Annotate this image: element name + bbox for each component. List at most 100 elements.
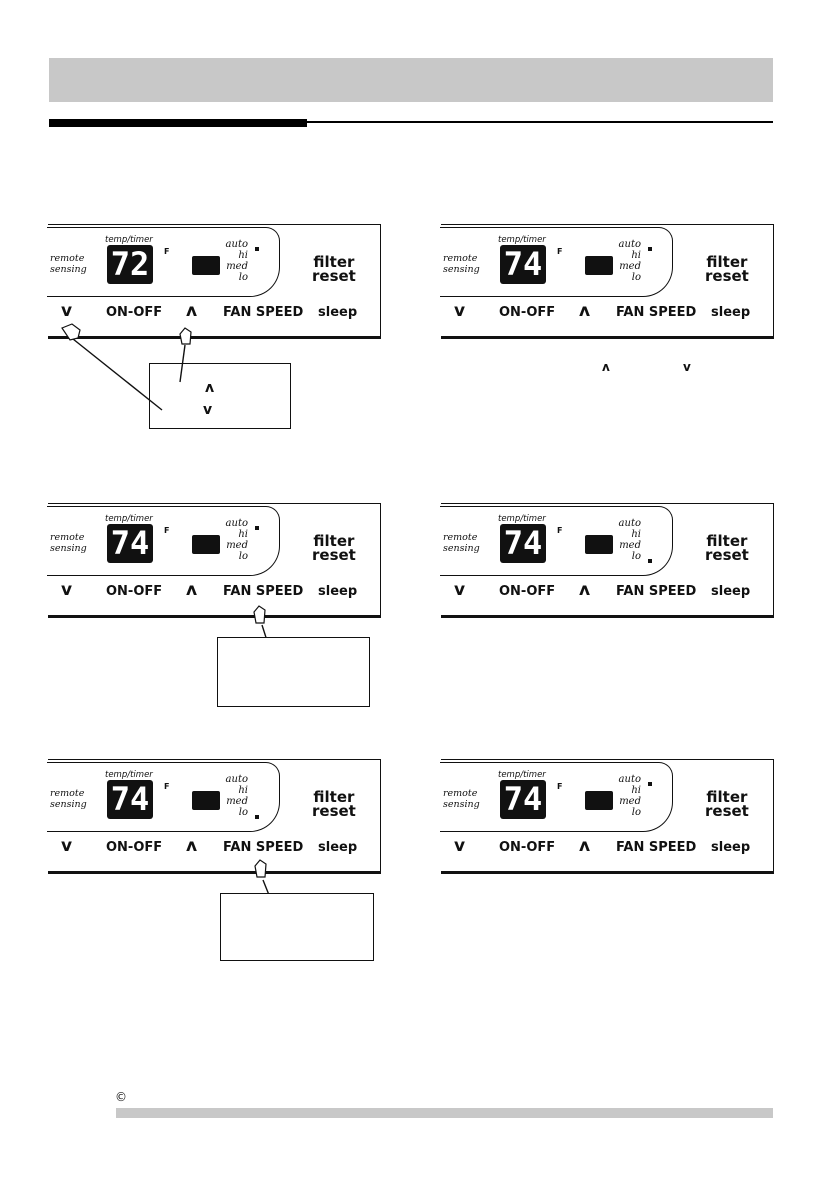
- temp-up-button[interactable]: ʌ: [579, 836, 591, 856]
- sensing-label: sensing: [443, 543, 480, 554]
- sleep-button[interactable]: sleep: [318, 305, 358, 320]
- reset-label: reset: [312, 267, 356, 285]
- lcd-frame: [47, 227, 280, 297]
- on-off-button[interactable]: ON-OFF: [106, 840, 163, 855]
- callout-fan-speed: [220, 893, 374, 961]
- on-off-button[interactable]: ON-OFF: [106, 305, 163, 320]
- remote-label: remote: [50, 788, 85, 799]
- fahrenheit-label: F: [557, 782, 563, 791]
- remote-sensing-label[interactable]: remote sensing: [443, 788, 480, 810]
- fan-speed-button[interactable]: FAN SPEED: [616, 840, 697, 855]
- fan-speed-button[interactable]: FAN SPEED: [223, 305, 304, 320]
- remote-sensing-label[interactable]: remote sensing: [443, 532, 480, 554]
- temp-up-button[interactable]: ʌ: [186, 836, 198, 856]
- remote-sensing-label[interactable]: remote sensing: [50, 788, 87, 810]
- temp-up-button[interactable]: ʌ: [186, 301, 198, 321]
- timer-led-block: [192, 256, 220, 275]
- speed-indicator-dot: [648, 782, 652, 786]
- remote-sensing-label[interactable]: remote sensing: [50, 253, 87, 275]
- temp-down-button[interactable]: v: [454, 580, 466, 600]
- fahrenheit-label: F: [557, 526, 563, 535]
- speed-hi-label: hi: [238, 785, 248, 796]
- temp-up-button[interactable]: ʌ: [579, 580, 591, 600]
- on-off-button[interactable]: ON-OFF: [499, 305, 556, 320]
- section-rule-thin: [307, 121, 773, 123]
- remote-label: remote: [50, 532, 85, 543]
- sleep-button[interactable]: sleep: [711, 840, 751, 855]
- temp-down-button[interactable]: v: [454, 836, 466, 856]
- timer-led-block: [585, 791, 613, 810]
- fan-speed-button[interactable]: FAN SPEED: [223, 584, 304, 599]
- on-off-button[interactable]: ON-OFF: [106, 584, 163, 599]
- temperature-display: 74: [500, 780, 546, 819]
- sensing-label: sensing: [50, 543, 87, 554]
- filter-reset-button[interactable]: filter reset: [312, 788, 356, 820]
- fan-speed-button[interactable]: FAN SPEED: [223, 840, 304, 855]
- control-panel-6: temp/timer remote sensing 74 F auto hi m…: [440, 759, 774, 874]
- temperature-display: 74: [107, 780, 153, 819]
- fahrenheit-label: F: [557, 247, 563, 256]
- header-bar: [49, 58, 773, 102]
- temperature-display: 74: [107, 524, 153, 563]
- filter-reset-button[interactable]: filter reset: [705, 532, 749, 563]
- remote-sensing-label[interactable]: remote sensing: [50, 532, 87, 554]
- speed-auto-label: auto: [618, 239, 641, 250]
- speed-hi-label: hi: [238, 529, 248, 540]
- filter-reset-button[interactable]: filter reset: [312, 255, 356, 285]
- speed-auto-label: auto: [225, 518, 248, 529]
- control-panel-3: temp/timer remote sensing 74 F auto hi m…: [47, 503, 381, 618]
- sleep-button[interactable]: sleep: [711, 584, 751, 599]
- speed-indicator-dot: [648, 559, 652, 563]
- temp-up-button[interactable]: ʌ: [579, 301, 591, 321]
- fan-speed-button[interactable]: FAN SPEED: [616, 584, 697, 599]
- callout-up-arrow: ʌ: [205, 380, 215, 396]
- fan-speed-button[interactable]: FAN SPEED: [616, 305, 697, 320]
- speed-med-label: med: [226, 796, 248, 807]
- sleep-button[interactable]: sleep: [318, 584, 358, 599]
- lcd-frame: [440, 227, 673, 297]
- temp-down-button[interactable]: v: [61, 580, 73, 600]
- remote-label: remote: [50, 253, 85, 264]
- speed-lo-label: lo: [238, 551, 248, 562]
- reset-label: reset: [705, 267, 749, 285]
- filter-reset-button[interactable]: filter reset: [705, 255, 749, 285]
- fan-speed-indicators: auto hi med lo: [218, 518, 248, 562]
- copyright-symbol: ©: [115, 1090, 127, 1104]
- reset-label: reset: [312, 802, 356, 820]
- remote-label: remote: [443, 532, 478, 543]
- control-panel-4: temp/timer remote sensing 74 F auto hi m…: [440, 503, 774, 618]
- callout-temp-buttons: ʌ v: [149, 363, 291, 429]
- callout-fan-speed: [217, 637, 370, 707]
- remote-sensing-label[interactable]: remote sensing: [443, 253, 480, 275]
- filter-reset-button[interactable]: filter reset: [705, 788, 749, 819]
- pointer-hand-icon: [253, 605, 266, 624]
- sensing-label: sensing: [50, 264, 87, 275]
- speed-hi-label: hi: [631, 250, 641, 261]
- filter-reset-button[interactable]: filter reset: [312, 534, 356, 563]
- filter-label: filter: [706, 532, 748, 550]
- temperature-display: 74: [500, 524, 546, 563]
- sensing-label: sensing: [443, 264, 480, 275]
- temp-timer-label: temp/timer: [105, 770, 153, 780]
- temp-down-button[interactable]: v: [61, 301, 73, 321]
- lcd-frame: [47, 762, 280, 832]
- on-off-button[interactable]: ON-OFF: [499, 584, 556, 599]
- filter-label: filter: [706, 788, 748, 806]
- temp-timer-label: temp/timer: [498, 770, 546, 780]
- temp-down-button[interactable]: v: [61, 836, 73, 856]
- fan-speed-indicators: auto hi med lo: [218, 774, 248, 818]
- speed-auto-label: auto: [225, 774, 248, 785]
- section-rule-thick: [49, 119, 307, 127]
- lcd-frame: [440, 506, 673, 576]
- filter-label: filter: [313, 788, 355, 806]
- temp-up-button[interactable]: ʌ: [186, 580, 198, 600]
- on-off-button[interactable]: ON-OFF: [499, 840, 556, 855]
- pointer-hand-icon: [254, 859, 267, 878]
- sleep-button[interactable]: sleep: [711, 305, 751, 320]
- timer-led-block: [192, 535, 220, 554]
- timer-led-block: [585, 535, 613, 554]
- sleep-button[interactable]: sleep: [318, 840, 358, 855]
- temp-down-button[interactable]: v: [454, 301, 466, 321]
- speed-hi-label: hi: [631, 529, 641, 540]
- speed-indicator-dot: [255, 247, 259, 251]
